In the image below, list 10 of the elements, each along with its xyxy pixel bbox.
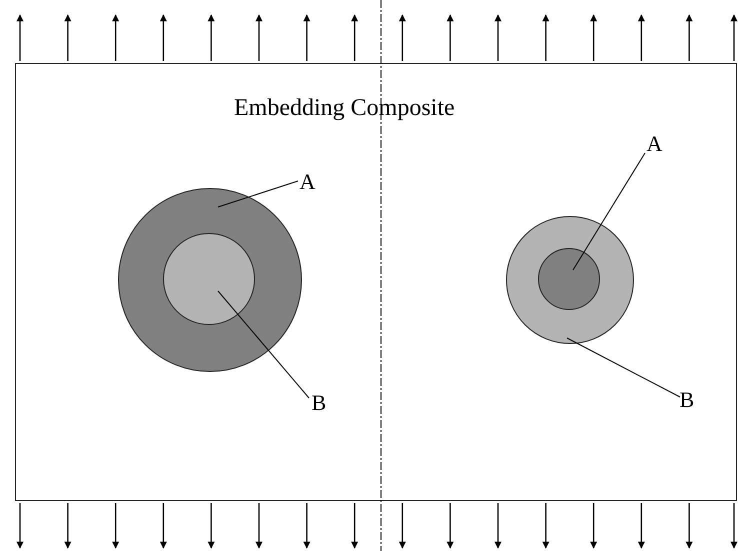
callout-letter: B	[680, 388, 694, 412]
leader-line	[218, 290, 310, 398]
callout-letter: B	[312, 390, 326, 414]
leader-line	[566, 338, 680, 398]
panel-title: Embedding Composite	[234, 96, 455, 120]
leader-line	[572, 152, 646, 270]
leader-line	[218, 180, 298, 208]
callout-letter: A	[646, 132, 662, 156]
callout-letter: A	[300, 170, 316, 194]
composite-panel	[15, 63, 737, 501]
